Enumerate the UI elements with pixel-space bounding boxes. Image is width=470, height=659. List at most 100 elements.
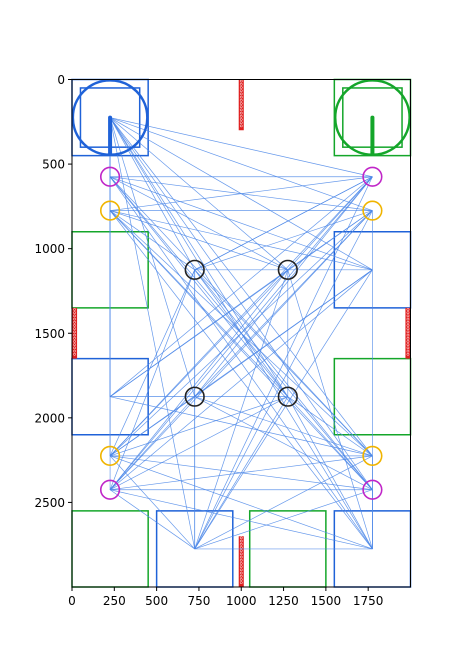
strip-dot [406, 327, 410, 331]
element-circle-magenta [99, 479, 121, 500]
path-edge [109, 117, 373, 211]
strip-dot [239, 92, 243, 96]
strip-dot [73, 346, 76, 350]
path-edge [194, 269, 289, 550]
strip-dot [239, 542, 243, 546]
strip-dot [406, 349, 410, 353]
path-edge [109, 269, 373, 490]
element-circle-magenta [362, 166, 383, 187]
strip-dot [406, 314, 410, 318]
strip-dot [239, 121, 243, 125]
strip-dot [239, 105, 243, 109]
path-edge [109, 117, 289, 271]
path-edge [109, 210, 195, 271]
strip-dot [73, 320, 76, 324]
y-tick-label: 1500 [34, 327, 65, 341]
strip-dot [73, 349, 76, 353]
path-edge [109, 176, 289, 397]
red-strips [72, 79, 411, 587]
element-circle-orange [99, 445, 121, 467]
path-edge [109, 117, 196, 397]
path-edge [110, 396, 373, 457]
path-edge [194, 176, 373, 550]
path-edge [287, 269, 373, 550]
strip-dot [239, 111, 243, 115]
strip-dot [239, 558, 243, 562]
strip-dot [406, 311, 410, 315]
y-tick-label: 0 [57, 73, 65, 87]
path-edge [109, 176, 373, 397]
strip-dot [406, 324, 410, 327]
strip-dot [73, 314, 76, 318]
element-circle-orange [362, 200, 383, 221]
element-circle-magenta [362, 479, 383, 500]
strip-dot [239, 565, 243, 569]
strip-dot [73, 330, 76, 334]
element-circles [99, 166, 383, 500]
x-tick-label: 750 [187, 594, 210, 608]
strip-dot [239, 571, 243, 575]
x-tick-label: 1250 [268, 594, 299, 608]
path-edge [287, 396, 373, 550]
strip-dot [239, 118, 243, 121]
strip-dot [239, 555, 243, 559]
path-edge [109, 396, 195, 490]
strip-dot [239, 581, 243, 585]
y-tick-label: 2500 [34, 496, 65, 510]
strip-dot [239, 578, 243, 581]
red-strip [72, 307, 78, 359]
strip-dot [239, 552, 243, 556]
strip-dot [239, 536, 243, 540]
element-circle-orange [99, 200, 121, 221]
path-edge [194, 176, 373, 397]
zone-rect-green [71, 510, 149, 588]
strip-dot [406, 346, 410, 350]
strip-dot [239, 114, 243, 118]
x-tick-label: 500 [145, 594, 168, 608]
element-circle-dark [277, 259, 298, 280]
element-circle-magenta [99, 166, 121, 187]
strip-dot [239, 95, 243, 99]
strip-dot [406, 352, 410, 356]
red-strip [405, 307, 411, 359]
strip-dot [73, 311, 76, 315]
path-edge [194, 269, 373, 550]
path-edge [287, 396, 373, 457]
strip-dot [73, 352, 76, 356]
strip-dot [239, 546, 243, 549]
path-edge [109, 396, 288, 491]
strip-dot [406, 308, 410, 311]
red-strip [238, 536, 244, 587]
path-edge [110, 176, 373, 211]
y-tick-label: 2000 [34, 411, 65, 425]
x-tick-label: 250 [103, 594, 126, 608]
path-edge [109, 269, 196, 457]
path-edge [109, 489, 195, 550]
path-edge [109, 210, 373, 457]
x-tick-label: 1000 [226, 594, 257, 608]
x-tick-label: 1500 [311, 594, 342, 608]
strip-dot [406, 320, 410, 324]
path-edge [194, 396, 373, 491]
path-edge [194, 176, 373, 271]
path-edge [194, 396, 373, 457]
strip-dot [239, 124, 243, 128]
y-tick-label: 500 [42, 158, 65, 172]
path-edge [109, 455, 195, 550]
path-edge [109, 210, 373, 397]
strip-dot [239, 86, 243, 89]
path-edge [194, 210, 373, 550]
element-circle-dark [184, 386, 205, 407]
path-edge [109, 210, 373, 490]
strip-dot [73, 336, 76, 340]
strip-dot [406, 333, 410, 337]
strip-dot [406, 336, 410, 340]
strip-dot [73, 343, 76, 347]
element-circle-dark [277, 386, 298, 407]
strip-dot [406, 340, 410, 343]
path-edge [109, 396, 288, 457]
strip-dot [406, 330, 410, 334]
